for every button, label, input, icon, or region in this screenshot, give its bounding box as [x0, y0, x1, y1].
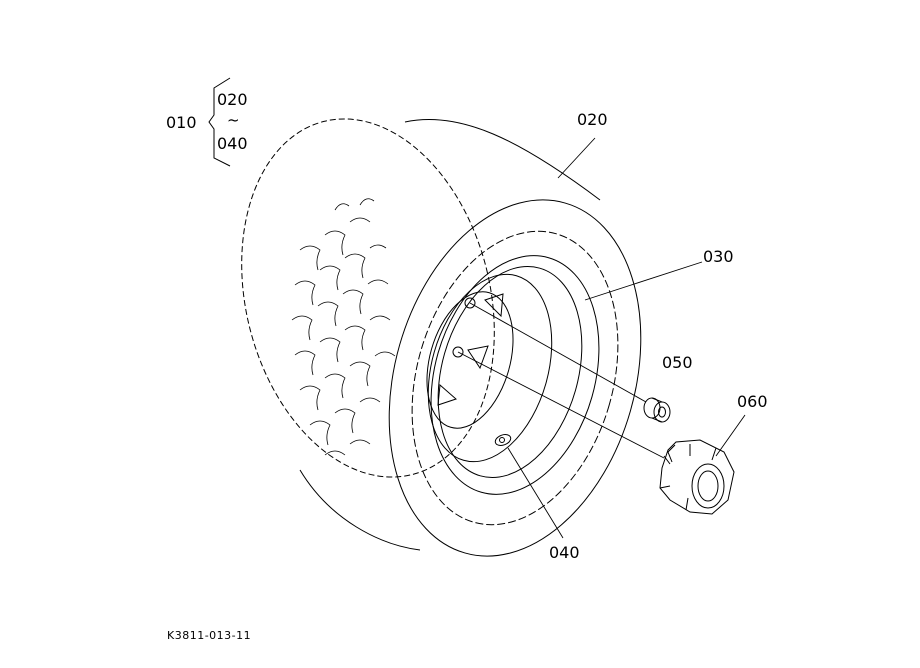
range-bracket — [208, 77, 231, 167]
wheel-rim — [426, 255, 600, 495]
tread-pattern — [291, 198, 396, 456]
range-end-label: 040 — [217, 134, 248, 153]
callout-hub-cap: 060 — [737, 392, 768, 411]
assembly-part-label: 010 — [166, 113, 197, 132]
tire — [241, 118, 642, 557]
callout-wheel: 030 — [703, 247, 734, 266]
range-separator: ~ — [227, 111, 240, 129]
callout-valve: 040 — [549, 543, 580, 562]
drawing-id: K3811-013-11 — [167, 629, 252, 642]
hub-cap — [659, 439, 735, 515]
callout-bushing: 050 — [662, 353, 693, 372]
assembly-lines — [457, 302, 665, 459]
callout-tire: 020 — [577, 110, 608, 129]
leader-lines — [507, 137, 746, 539]
valve-stem — [494, 434, 512, 446]
bushing — [643, 397, 671, 423]
range-start-label: 020 — [217, 90, 248, 109]
